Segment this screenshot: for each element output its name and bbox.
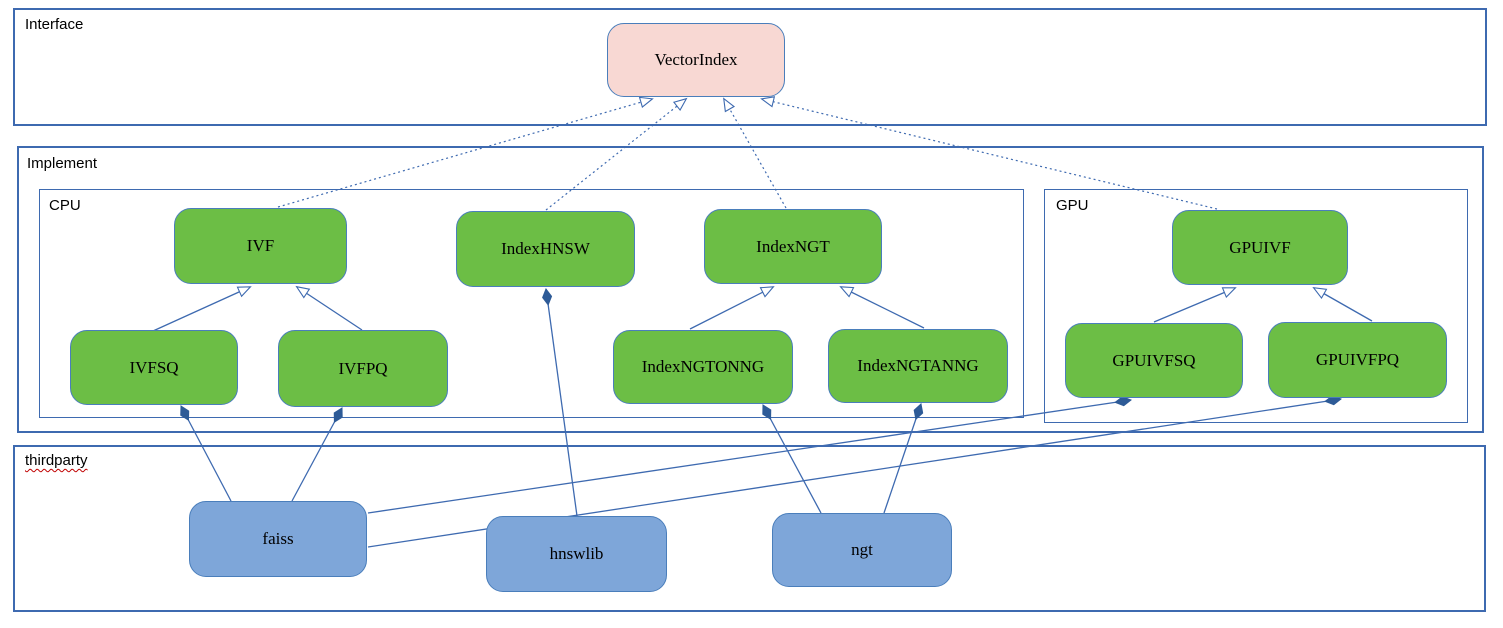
edge-ivfsq-ivf [152, 286, 252, 332]
node-indexngtonng: IndexNGTONNG [613, 330, 793, 404]
node-gpuivfsq: GPUIVFSQ [1065, 323, 1243, 398]
edge-ivfsq-faiss [180, 405, 232, 502]
edge-ivf-vectorindex [277, 96, 654, 208]
implement-container-label: Implement [27, 155, 98, 172]
edge-ivfpq-ivf [295, 285, 363, 331]
edge-indexhnsw-hnswlib [542, 287, 578, 517]
node-ngt: ngt [772, 513, 952, 587]
node-ivf: IVF [174, 208, 347, 284]
cpu-container [39, 189, 1024, 418]
edge-indexngtanng-indexngt [839, 286, 925, 329]
node-ivfpq: IVFPQ [278, 330, 448, 407]
node-faiss: faiss [189, 501, 367, 577]
edge-ivfpq-faiss [291, 407, 343, 502]
thirdparty-container [13, 445, 1486, 612]
thirdparty-container-label: thirdparty [25, 452, 88, 469]
interface-container [13, 8, 1487, 126]
edge-gpuivfsq-gpuivf [1153, 287, 1237, 323]
edge-indexngtonng-ngt [762, 404, 822, 514]
edge-indexngt-vectorindex [723, 97, 787, 209]
edge-indexngtanng-ngt [883, 403, 924, 514]
cpu-container-label: CPU [49, 197, 81, 214]
edge-gpuivfpq-gpuivf [1312, 287, 1373, 322]
interface-container-label: Interface [25, 16, 84, 33]
edge-indexhnsw-vectorindex [545, 97, 688, 211]
node-hnswlib: hnswlib [486, 516, 667, 592]
edge-gpuivf-vectorindex [760, 96, 1218, 210]
node-indexngtanng: IndexNGTANNG [828, 329, 1008, 403]
gpu-container-label: GPU [1056, 197, 1089, 214]
edge-gpuivfsq-faiss [367, 396, 1133, 514]
node-indexngt: IndexNGT [704, 209, 882, 284]
gpu-container [1044, 189, 1468, 423]
node-indexhnsw: IndexHNSW [456, 211, 635, 287]
implement-container [17, 146, 1484, 433]
node-ivfsq: IVFSQ [70, 330, 238, 405]
edge-indexngtonng-indexngt [689, 286, 775, 330]
node-vectorindex: VectorIndex [607, 23, 785, 97]
node-gpuivfpq: GPUIVFPQ [1268, 322, 1447, 398]
node-gpuivf: GPUIVF [1172, 210, 1348, 285]
